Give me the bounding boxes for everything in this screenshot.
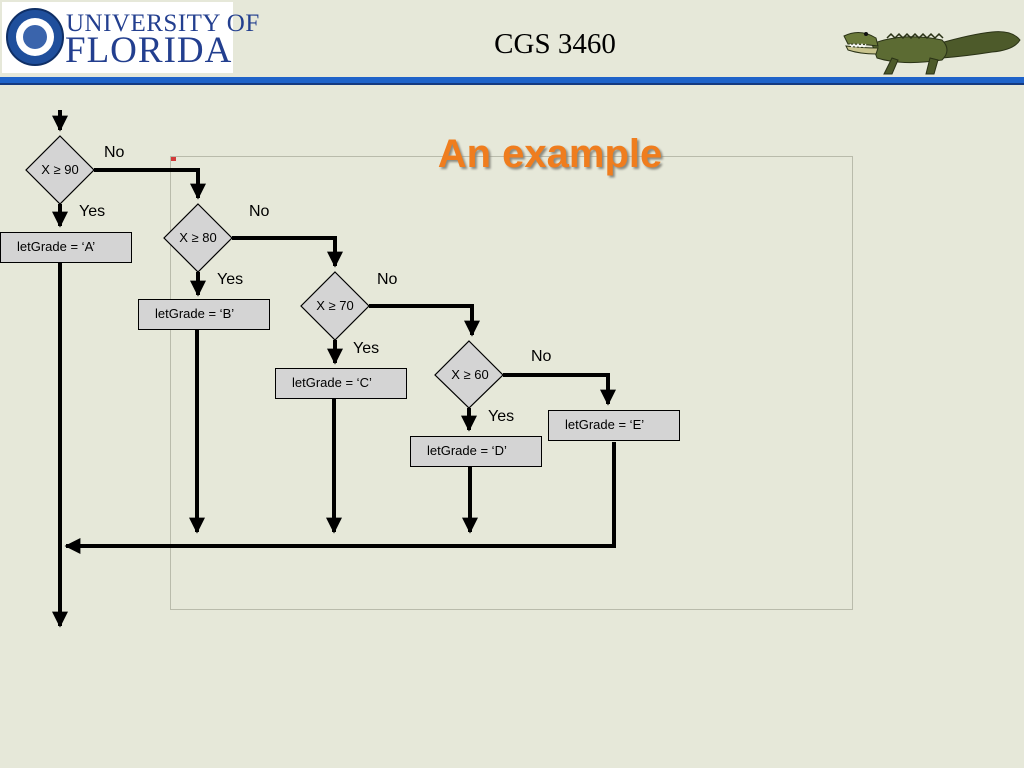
condition-4: X ≥ 60 (451, 367, 489, 382)
arrow-d2-no (232, 236, 343, 268)
assign-box-a: letGrade = ‘A’ (0, 232, 132, 263)
assign-box-b: letGrade = ‘B’ (138, 299, 270, 330)
decision-diamond-3 (300, 271, 370, 341)
label-no-4: No (531, 348, 552, 365)
line-e-merge (64, 442, 616, 554)
logo-text-university: UNIVERSITY OF (66, 10, 260, 37)
label-no-1: No (104, 144, 125, 161)
condition-2: X ≥ 80 (179, 230, 217, 245)
arrow-d1-no (94, 168, 206, 200)
arrow-d3-no (369, 304, 480, 337)
course-title: CGS 3460 (494, 28, 616, 60)
university-logo: UNIVERSITY OF FLORIDA (2, 2, 259, 73)
label-yes-2: Yes (217, 271, 244, 288)
decision-diamond-1 (25, 135, 95, 205)
assign-box-e: letGrade = ‘E’ (548, 410, 680, 441)
slide-title: An example (437, 132, 663, 176)
assign-box-c: letGrade = ‘C’ (275, 368, 407, 399)
decision-diamond-4 (434, 340, 504, 409)
embed-corner-marker (171, 157, 176, 161)
university-seal-icon (6, 8, 64, 66)
label-no-3: No (377, 271, 398, 288)
label-yes-4: Yes (488, 408, 515, 425)
logo-text-florida: FLORIDA (65, 30, 233, 71)
header-rule-shadow (0, 83, 1024, 85)
label-yes-3: Yes (353, 340, 380, 357)
assign-box-d: letGrade = ‘D’ (410, 436, 542, 467)
header-rule (0, 77, 1024, 83)
decision-diamond-2 (163, 203, 233, 273)
alligator-icon (843, 31, 1021, 75)
condition-1: X ≥ 90 (41, 162, 79, 177)
embedded-object-frame (170, 156, 853, 610)
label-no-2: No (249, 203, 270, 220)
condition-3: X ≥ 70 (316, 298, 354, 313)
label-yes-1: Yes (79, 203, 106, 220)
arrow-d4-no (503, 373, 616, 406)
